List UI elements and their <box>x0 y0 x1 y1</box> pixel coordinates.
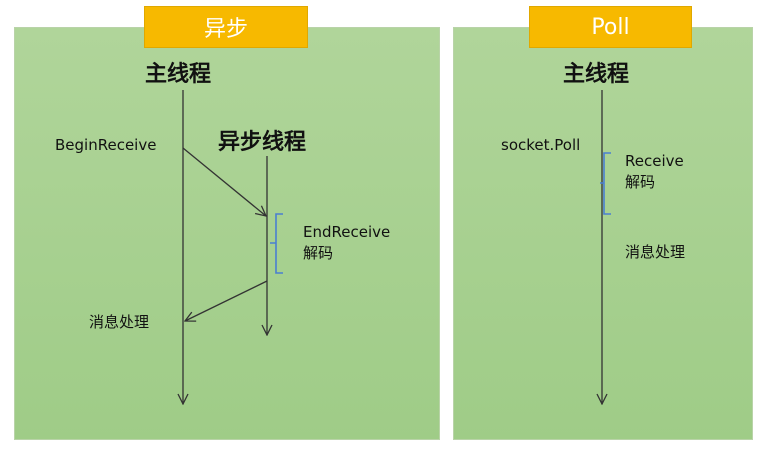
poll-panel <box>453 27 753 440</box>
poll-decode-label: 解码 <box>625 173 656 191</box>
end-receive-label: EndReceive <box>303 223 391 241</box>
socket-poll-label: socket.Poll <box>501 136 581 154</box>
receive-label: Receive <box>625 152 684 170</box>
async-message-handling-label: 消息处理 <box>89 313 150 331</box>
begin-receive-label: BeginReceive <box>55 136 157 154</box>
async-decode-label: 解码 <box>303 244 334 262</box>
async-thread-label: 异步线程 <box>218 130 307 155</box>
begin-receive-arrow <box>182 147 266 216</box>
async-panel <box>14 27 440 440</box>
poll-title: Poll <box>529 6 692 48</box>
async-main-thread-label: 主线程 <box>145 62 212 87</box>
receive-bracket <box>600 152 611 215</box>
return-arrow <box>185 280 268 321</box>
poll-main-thread-label: 主线程 <box>563 62 630 87</box>
poll-message-handling-label: 消息处理 <box>625 243 686 261</box>
async-title: 异步 <box>144 6 308 48</box>
end-receive-bracket <box>270 213 283 274</box>
